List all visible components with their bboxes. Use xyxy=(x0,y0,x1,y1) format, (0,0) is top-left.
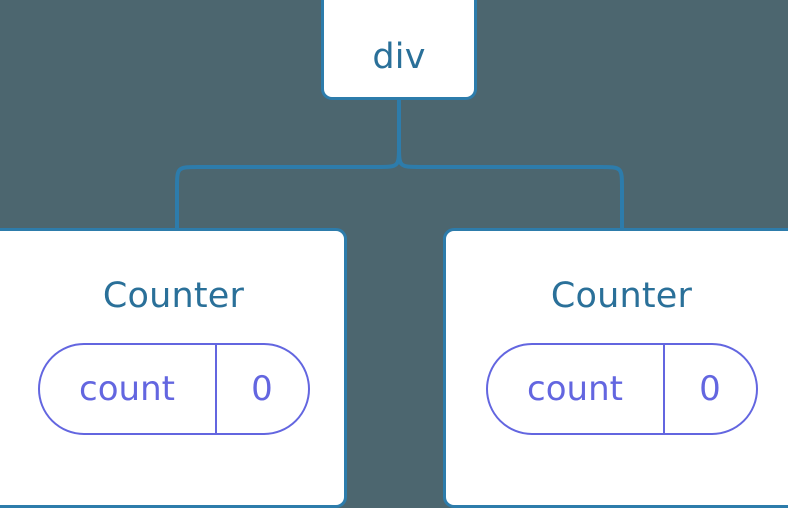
tree-node-counter-right-label: Counter xyxy=(550,276,693,316)
tree-node-div-label: div xyxy=(372,37,426,77)
state-pill-count-right[interactable]: count 0 xyxy=(485,343,758,435)
connector-branch-right xyxy=(397,144,624,230)
state-pill-key-right: count xyxy=(488,345,665,433)
connector-branch-left xyxy=(175,144,401,230)
tree-node-counter-right[interactable]: Counter count 0 xyxy=(443,228,788,508)
state-pill-key-left: count xyxy=(40,345,217,433)
tree-node-counter-left-label: Counter xyxy=(102,276,245,316)
state-pill-count-left[interactable]: count 0 xyxy=(37,343,310,435)
tree-node-counter-right-content: Counter count 0 xyxy=(485,276,758,435)
tree-node-counter-left-content: Counter count 0 xyxy=(26,279,310,435)
tree-node-div[interactable]: div xyxy=(321,0,477,100)
tree-node-counter-left[interactable]: Counter count 0 xyxy=(0,228,347,508)
state-pill-value-right: 0 xyxy=(699,369,721,409)
state-pill-value-left: 0 xyxy=(251,369,273,409)
